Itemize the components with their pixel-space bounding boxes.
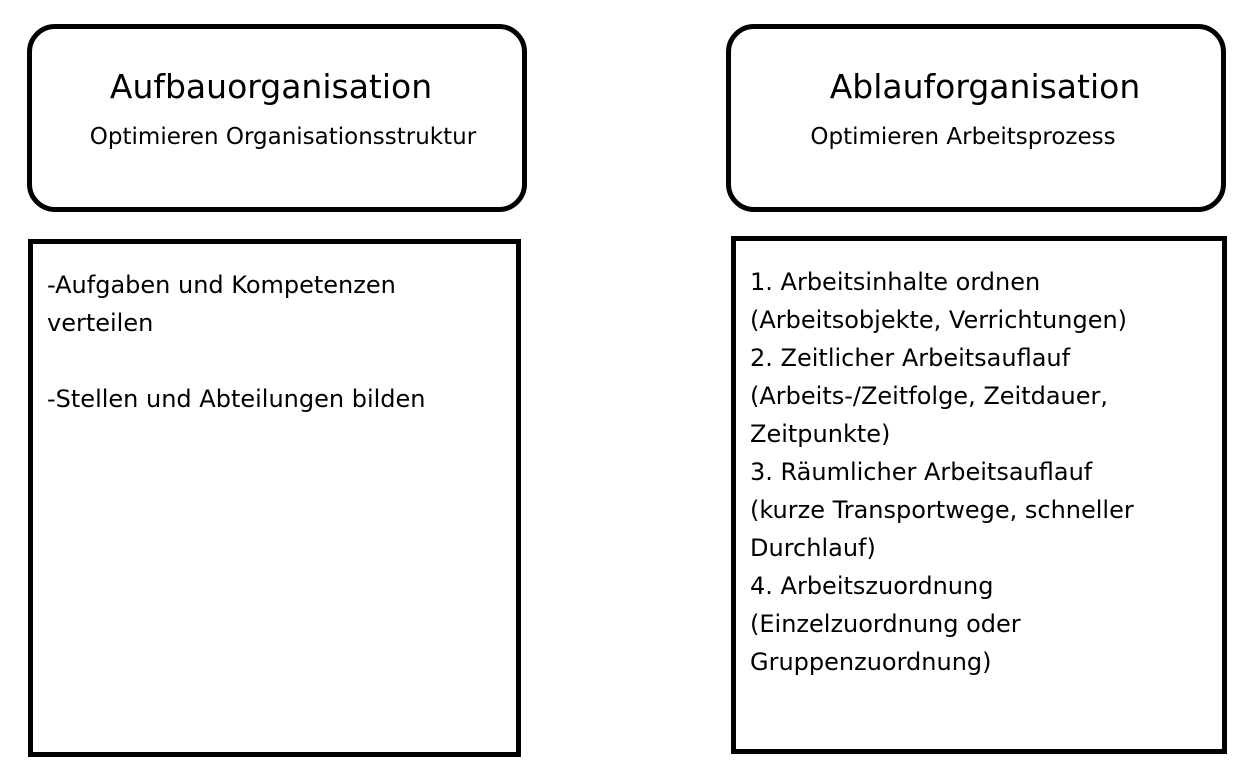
ablauf-line-4: (Arbeits-/Zeitfolge, Zeitdauer, [750,382,1109,410]
ablauf-line-9: 4. Arbeitszuordnung [750,572,994,600]
ablauforganisation-content-box: 1. Arbeitsinhalte ordnen (Arbeitsobjekte… [731,236,1227,754]
aufbau-line-stellen: -Stellen und Abteilungen bilden [47,385,426,413]
ablauforganisation-header-box: Ablauforganisation Optimieren Arbeitspro… [726,24,1226,212]
aufbauorganisation-subtitle: Optimieren Organisationsstruktur [89,124,477,150]
ablauforganisation-subtitle: Optimieren Arbeitsprozess [810,124,1116,150]
ablauf-line-5: Zeitpunkte) [750,420,891,448]
ablauf-line-8: Durchlauf) [750,534,876,562]
ablauforganisation-title: Ablauforganisation [829,67,1141,106]
aufbau-line-aufgaben: -Aufgaben und Kompetenzen [47,271,396,299]
ablauf-line-3: 2. Zeitlicher Arbeitsauflauf [750,344,1071,372]
ablauf-line-10: (Einzelzuordnung oder [750,610,1021,638]
ablauf-line-7: (kurze Transportwege, schneller [750,496,1134,524]
ablauf-line-6: 3. Räumlicher Arbeitsauflauf [750,458,1093,486]
ablauf-line-11: Gruppenzuordnung) [750,648,992,676]
ablauf-line-1: 1. Arbeitsinhalte ordnen [750,268,1041,296]
aufbauorganisation-title: Aufbauorganisation [109,67,433,106]
ablauf-line-2: (Arbeitsobjekte, Verrichtungen) [750,306,1128,334]
aufbau-line-verteilen: verteilen [47,309,154,337]
aufbauorganisation-content-box: -Aufgaben und Kompetenzen verteilen -Ste… [28,239,521,757]
aufbauorganisation-header-box: Aufbauorganisation Optimieren Organisati… [27,24,527,212]
